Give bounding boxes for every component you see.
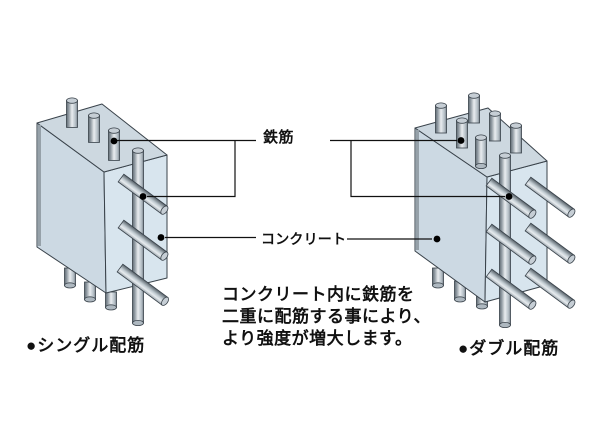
rod-top-cap <box>132 147 144 154</box>
rod-bottom-cap <box>105 304 117 311</box>
rod-bottom-cap <box>499 321 511 328</box>
rod-top-cap <box>435 102 447 109</box>
rebar-rod-vertical <box>66 97 78 128</box>
rod-end-cap <box>160 251 169 261</box>
rod-top-cap <box>88 112 100 119</box>
rod-body <box>468 95 480 124</box>
rod-top-cap <box>108 127 120 134</box>
note-line-2: 二重に配筋する事により、 <box>222 307 431 326</box>
rod-end-cap <box>567 254 576 264</box>
rebar-rod-vertical <box>108 127 120 161</box>
rod-end-cap <box>528 255 537 265</box>
rebar-rod-vertical <box>510 122 522 154</box>
rebar-rod-horizontal <box>485 268 537 310</box>
rebar-stub <box>84 281 96 303</box>
rod-body <box>475 137 487 167</box>
rebar-rod-horizontal <box>116 263 170 306</box>
rod-end-cap <box>161 296 170 306</box>
note-line-3: より強度が増大します。 <box>222 329 413 348</box>
rod-top-cap <box>468 92 480 99</box>
caption-double-reinforcement: ●ダブル配筋 <box>458 339 560 358</box>
rod-end-cap <box>528 300 537 310</box>
rebar-rod-vertical <box>475 134 487 169</box>
rod-end-cap <box>528 209 537 219</box>
single-block-illustration <box>36 97 170 326</box>
rod-bottom-cap <box>132 319 144 326</box>
rod-bottom-cap <box>84 296 96 303</box>
rod-bottom-cap <box>64 282 76 289</box>
callout-dot <box>139 193 147 200</box>
caption-single-reinforcement: ●シングル配筋 <box>26 336 146 355</box>
leader-bracket-rebar-left <box>147 140 236 198</box>
double-block-illustration <box>414 92 576 328</box>
rod-body <box>456 120 468 149</box>
leader-bracket-rebar-right <box>350 140 505 198</box>
rod-bottom-cap <box>432 282 444 289</box>
rebar-rod-horizontal <box>485 223 537 265</box>
rod-body <box>435 105 447 134</box>
callout-dot <box>157 234 165 241</box>
callout-dot <box>110 137 118 145</box>
callout-dot <box>457 137 465 144</box>
rebar-rod-horizontal <box>117 219 169 261</box>
rebar-stub <box>105 291 117 311</box>
rod-bottom-cap <box>454 296 466 303</box>
rod-body <box>489 113 501 142</box>
rod-end-cap <box>567 299 576 309</box>
rod-body <box>108 130 120 161</box>
rod-top-cap <box>456 117 468 124</box>
rod-top-cap <box>499 152 511 159</box>
callout-dot <box>505 193 513 200</box>
rod-bottom-cap <box>476 303 488 310</box>
callout-annotations <box>110 137 513 243</box>
rod-top-cap <box>510 122 522 129</box>
rebar-rod-vertical <box>88 112 100 143</box>
rod-body <box>510 125 522 154</box>
explanation-note: コンクリート内に鉄筋を 二重に配筋する事により、 より強度が増大します。 <box>222 284 431 350</box>
rebar-rod-vertical <box>489 110 501 142</box>
rebar-rod-horizontal <box>524 222 576 264</box>
rod-top-cap <box>475 134 487 141</box>
rod-top-cap <box>489 110 501 117</box>
rod-body <box>88 115 100 143</box>
rebar-rod-vertical <box>456 117 468 149</box>
rod-end-cap <box>567 208 576 218</box>
rod-bottom-cap <box>475 162 487 169</box>
rod-body <box>66 100 78 128</box>
rebar-stub <box>454 280 466 303</box>
note-line-1: コンクリート内に鉄筋を <box>222 285 415 304</box>
rebar-rod-vertical <box>468 92 480 124</box>
rod-top-cap <box>66 97 78 104</box>
rebar-rod-horizontal <box>524 267 576 309</box>
rebar-label: 鉄筋 <box>263 129 295 146</box>
concrete-label: コンクリート <box>261 231 347 247</box>
rebar-rod-vertical <box>435 102 447 134</box>
callout-dot <box>433 235 441 243</box>
rebar-rod-horizontal <box>524 176 576 218</box>
